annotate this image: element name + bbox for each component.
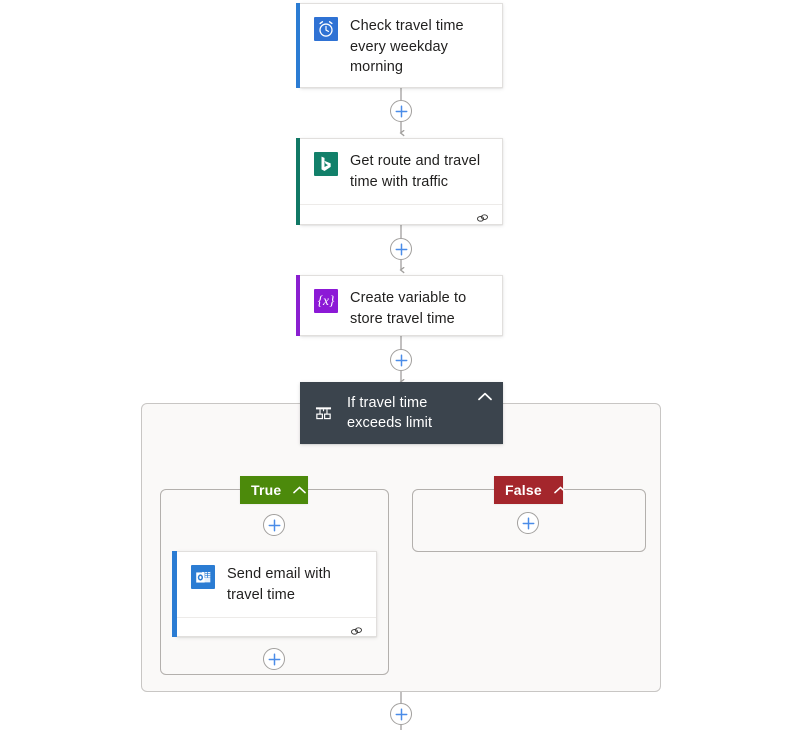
variable-icon: {x} <box>314 289 338 313</box>
condition-scope-container <box>141 403 661 692</box>
action-card-footer <box>177 617 376 644</box>
card-accent-bar <box>172 551 177 637</box>
action-card-body: {x} Create variable to store travel time <box>300 276 502 341</box>
action-card-title: Get route and travel time with traffic <box>350 153 481 190</box>
insert-button-after-bing-maps[interactable] <box>390 238 412 260</box>
insert-button-false-branch[interactable] <box>517 512 539 534</box>
action-card-body: Get route and travel time with traffic <box>300 139 502 204</box>
action-card-footer <box>300 204 502 231</box>
action-card-send-email[interactable]: Send email with travel time <box>172 551 377 637</box>
insert-button-after-condition[interactable] <box>390 703 412 725</box>
insert-button-after-init-variable[interactable] <box>390 349 412 371</box>
plus-icon <box>395 243 407 255</box>
insert-button-after-trigger[interactable] <box>390 100 412 122</box>
action-card-bing-maps[interactable]: Get route and travel time with traffic <box>296 138 503 225</box>
card-accent-bar <box>296 138 300 225</box>
insert-button-true-branch-top[interactable] <box>263 514 285 536</box>
branch-label-false-text: False <box>505 482 542 498</box>
bing-maps-icon <box>314 152 338 176</box>
condition-title: If travel time exceeds limit <box>347 395 433 431</box>
card-accent-bar <box>296 275 300 336</box>
branch-label-true[interactable]: True <box>240 476 308 504</box>
condition-icon <box>312 402 334 424</box>
action-card-body: Send email with travel time <box>177 552 376 617</box>
plus-icon <box>268 653 280 665</box>
action-card-title: Create variable to store travel time <box>350 290 467 327</box>
plus-icon <box>522 517 534 529</box>
chevron-up-icon[interactable] <box>475 392 495 412</box>
plus-icon <box>395 708 407 720</box>
branch-label-false[interactable]: False <box>494 476 567 504</box>
link-icon[interactable] <box>475 212 490 225</box>
plus-icon <box>268 519 280 531</box>
trigger-card-body: Check travel time every weekday morning <box>300 4 502 90</box>
link-icon[interactable] <box>349 625 364 638</box>
chevron-up-icon[interactable] <box>554 483 567 497</box>
trigger-card-recurrence[interactable]: Check travel time every weekday morning <box>296 3 503 90</box>
outlook-icon <box>191 565 215 589</box>
insert-button-true-branch-bottom[interactable] <box>263 648 285 670</box>
plus-icon <box>395 354 407 366</box>
plus-icon <box>395 105 407 117</box>
clock-icon <box>314 17 338 41</box>
action-card-init-variable[interactable]: {x} Create variable to store travel time <box>296 275 503 336</box>
condition-header[interactable]: If travel time exceeds limit <box>300 382 503 444</box>
card-accent-bar <box>296 3 300 88</box>
trigger-card-title: Check travel time every weekday morning <box>350 18 464 75</box>
action-card-title: Send email with travel time <box>227 566 331 603</box>
branch-label-true-text: True <box>251 482 282 498</box>
chevron-up-icon[interactable] <box>293 483 307 497</box>
